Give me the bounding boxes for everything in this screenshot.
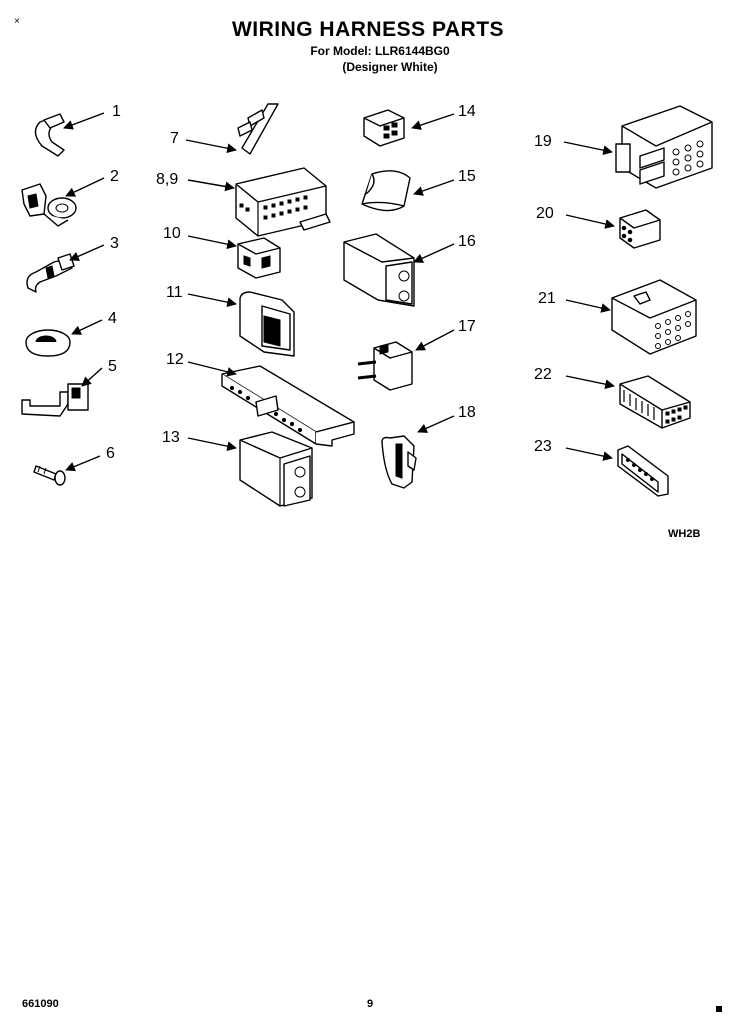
part-label-12: 12 [166,351,184,368]
part-arrow-21 [565,299,611,313]
part-21-cube-connector [611,279,697,355]
part-label-16: 16 [458,233,476,250]
part-label-14: 14 [458,103,476,120]
part-arrow-12 [187,361,237,377]
part-label-18: 18 [458,404,476,421]
page-title: WIRING HARNESS PARTS [231,18,505,41]
part-arrow-23 [565,447,613,461]
part-10-connector [237,237,281,279]
model-line: For Model: LLR6144BG0 [310,44,450,58]
part-3-clip [26,253,75,293]
corner-marker [716,1006,722,1012]
part-label-3: 3 [110,235,119,252]
part-16-connector [343,233,415,307]
part-arrow-20 [565,214,615,229]
part-arrow-17 [415,329,455,351]
part-arrow-5 [81,367,103,387]
part-label-10: 10 [163,225,181,242]
part-label-6: 6 [106,445,115,462]
part-18-bracket [381,435,417,489]
part-arrow-10 [187,235,237,249]
part-label-22: 22 [534,366,552,383]
part-arrow-1 [63,112,105,130]
part-6-screw [33,465,66,486]
corner-mark: × [14,16,20,27]
part-label-4: 4 [108,310,117,327]
part-label-8-9: 8,9 [156,171,178,188]
part-arrow-8-9 [187,179,235,192]
part-arrow-15 [413,179,455,196]
part-label-23: 23 [534,438,552,455]
part-11-plug [239,291,295,357]
part-7-terminal-strip [237,103,279,155]
part-arrow-19 [563,141,613,155]
part-15-sleeve [361,170,411,212]
part-arrow-3 [69,244,105,261]
part-label-7: 7 [170,130,179,147]
part-23-flat-connector [617,445,669,497]
part-label-15: 15 [458,168,476,185]
diagram-code: WH2B [668,528,701,540]
part-20-cube [619,209,661,249]
part-arrow-4 [71,319,103,335]
part-arrow-2 [65,177,105,197]
part-label-20: 20 [536,205,554,222]
part-12-terminal-block [221,365,355,447]
part-label-13: 13 [162,429,180,446]
part-label-5: 5 [108,358,117,375]
part-17-terminal [357,341,413,391]
page-number: 9 [367,998,374,1010]
part-arrow-13 [187,437,237,451]
part-arrow-14 [411,113,455,130]
part-4-grommet [25,329,71,357]
part-arrow-11 [187,293,237,307]
part-arrow-16 [413,243,455,263]
part-arrow-6 [65,455,101,472]
doc-number: 661090 [22,998,59,1010]
part-label-21: 21 [538,290,556,307]
part-arrow-22 [565,375,615,389]
part-label-19: 19 [534,133,552,150]
part-arrow-7 [185,139,237,154]
part-13-connector [239,431,313,507]
color-line: (Designer White) [342,60,438,74]
part-5-strap-clamp [21,383,89,417]
part-2-cable-clamp [21,183,77,227]
part-14-housing [363,109,405,147]
part-label-17: 17 [458,318,476,335]
part-8-9-housing [235,167,331,237]
part-label-1: 1 [112,103,121,120]
part-label-11: 11 [166,284,183,301]
part-label-2: 2 [110,168,119,185]
part-arrow-18 [417,415,455,433]
part-19-block-connector [615,105,713,189]
part-22-ribbed-connector [619,375,691,429]
part-1-clip [34,113,65,157]
